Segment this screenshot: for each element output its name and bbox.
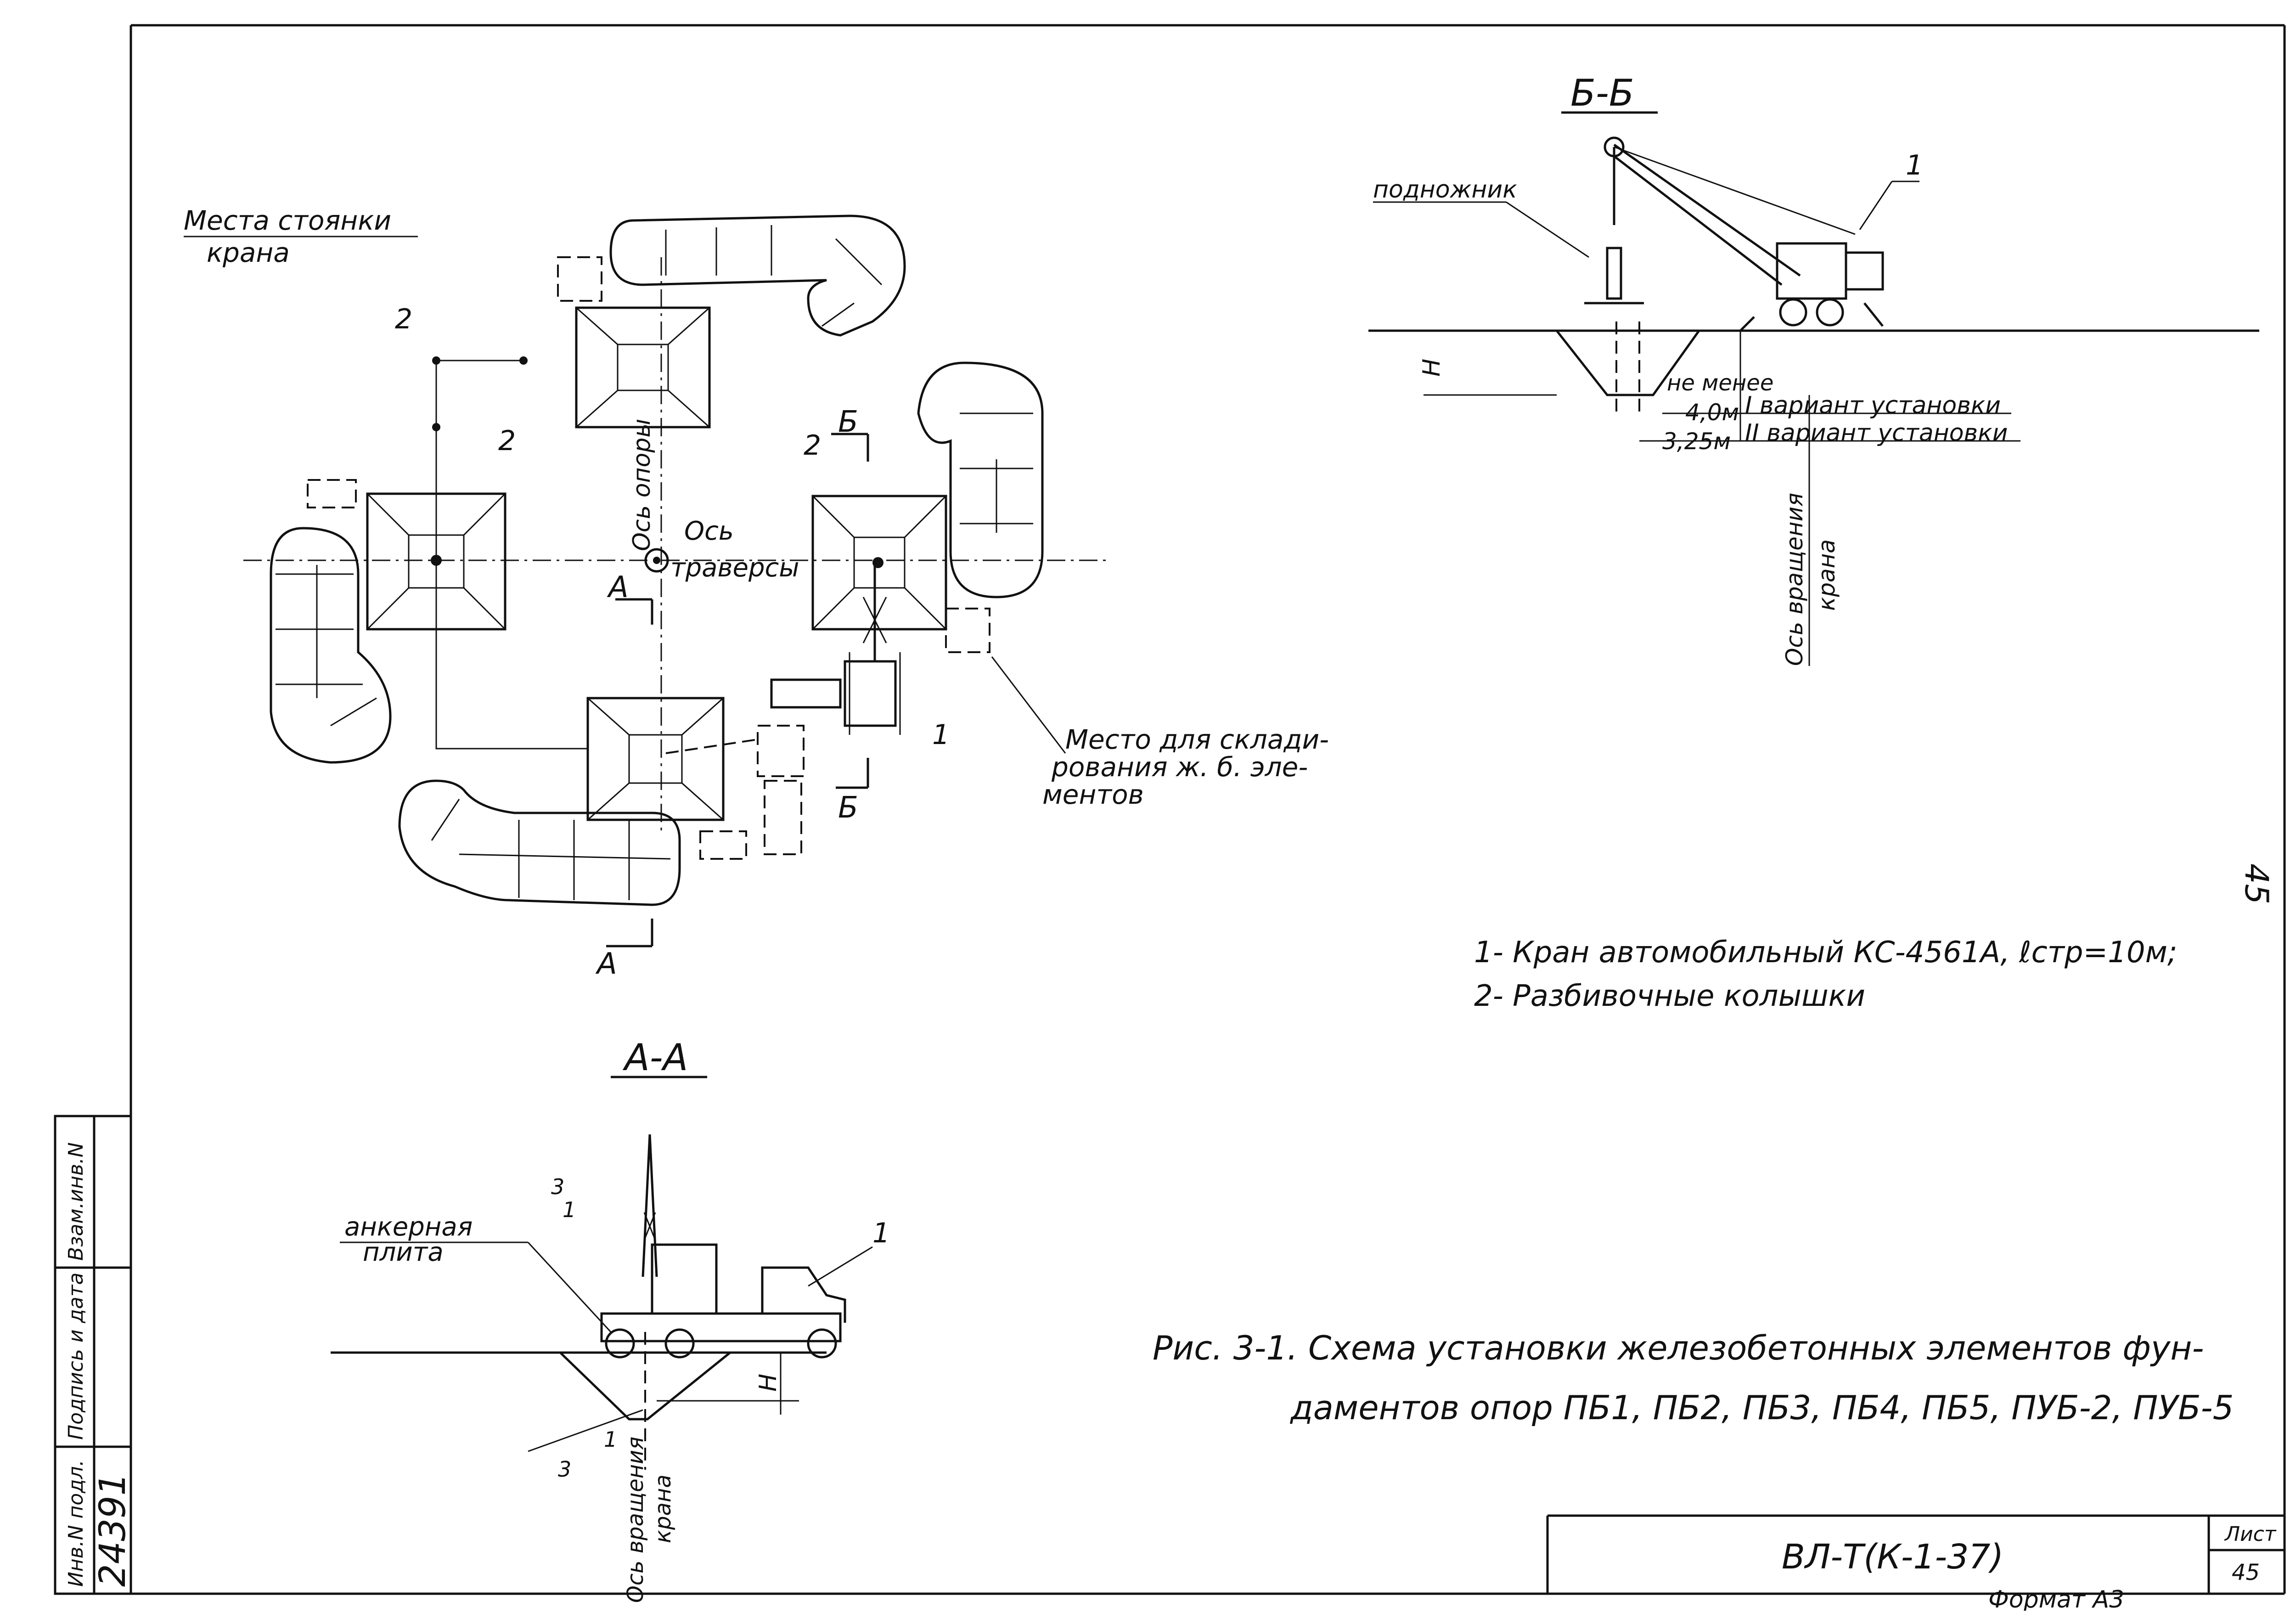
axis-support-label: Ось опоры: [628, 419, 656, 551]
inv-value: 24391: [92, 1473, 134, 1587]
foundation-right: [811, 495, 947, 631]
figure-caption: Рис. 3-1. Схема установки железобетонных…: [1153, 1329, 2234, 1427]
axis-traverse-line1: Ось: [684, 516, 734, 546]
section-bb-title: Б-Б: [1570, 72, 1634, 114]
cut-b-top: Б: [838, 405, 858, 439]
bb-rot-line1: Ось вращения: [1781, 493, 1808, 666]
crane-parking-line1: Места стоянки: [184, 205, 391, 236]
section-bb: Б-Б не менее 4,0м 3,25м I вариант устано…: [1368, 72, 2259, 666]
dump-left: [270, 527, 392, 764]
cut-marks: А А Б Б: [595, 405, 869, 981]
cut-a-top: А: [607, 570, 629, 604]
anchor-line1: анкерная: [344, 1212, 473, 1242]
not-less-label: не менее: [1667, 370, 1773, 396]
crane-plan: [665, 565, 901, 855]
drawing-code: ВЛ-Т(К-1-37): [1782, 1537, 2003, 1577]
side-stamp: Взам.инв.N Подпись и дата Инв.N подл. 24…: [54, 1115, 134, 1595]
legend: 1- Кран автомобильный КС-4561А, ℓстр=10м…: [1474, 936, 2177, 1013]
aa-h: Н: [754, 1374, 782, 1392]
format-label: Формат А3: [1988, 1586, 2124, 1611]
aa-mark-1: 1: [872, 1217, 890, 1249]
axis-traverse-label: Ось траверсы: [670, 516, 799, 583]
storage-box: [307, 479, 357, 508]
foundation-bottom: [586, 697, 725, 821]
plan-mark-2a: 2: [395, 303, 412, 335]
aa-rot-line1: Ось вращения: [623, 1437, 648, 1603]
cut-a-bottom: А: [595, 947, 617, 981]
axis-traverse-line2: траверсы: [670, 553, 799, 583]
storage-line1: Место для склади-: [1065, 724, 1329, 755]
storage-line3: ментов: [1042, 779, 1144, 810]
slope-3-bottom: 3: [558, 1457, 571, 1482]
podnozhnik-label: подножник: [1373, 176, 1517, 203]
dump-top: [609, 214, 906, 337]
dim-325m: 3,25м: [1662, 428, 1731, 455]
storage-box: [699, 830, 747, 860]
bb-rot-line2: крана: [1813, 539, 1840, 611]
section-aa-title: А-А: [622, 1036, 688, 1079]
aa-rot-axis: Ось вращениякрана: [623, 1437, 676, 1603]
foundation-top: [575, 306, 711, 429]
bb-h: Н: [1418, 359, 1446, 377]
page-mark: 45: [2238, 863, 2275, 904]
slope-3-top: 3: [551, 1174, 564, 1199]
bb-mark-1: 1: [1906, 149, 1923, 181]
dump-bottom: [398, 779, 681, 906]
plan-mark-1: 1: [932, 719, 950, 751]
slope-1-top: 1: [563, 1197, 576, 1222]
inv-label: Инв.N подл.: [64, 1460, 88, 1587]
storage-box: [945, 608, 990, 653]
plan-mark-2c: 2: [804, 429, 821, 462]
storage-line2: рования ж. б. эле-: [1051, 751, 1308, 783]
storage-box: [557, 256, 602, 302]
traverse-axis-marker: [644, 548, 669, 573]
variant-2: II вариант установки: [1745, 419, 2008, 447]
cut-b-bottom: Б: [838, 791, 858, 825]
slope-1-bottom: 1: [604, 1427, 617, 1452]
aa-rot-line2: крана: [650, 1474, 676, 1543]
dim-4m: 4,0м: [1685, 399, 1739, 426]
sign-label: Подпись и дата: [64, 1273, 88, 1440]
dump-right: [917, 361, 1044, 598]
legend-item-2: 2- Разбивочные колышки: [1474, 979, 1865, 1013]
sheet-label: Лист: [2224, 1523, 2277, 1546]
sheet-number: 45: [2232, 1560, 2260, 1585]
caption-line-1: Рис. 3-1. Схема установки железобетонных…: [1153, 1329, 2204, 1367]
crane-parking-line2: крана: [207, 237, 290, 268]
variant-1: I вариант установки: [1745, 392, 2001, 419]
plan-mark-2b: 2: [498, 425, 516, 457]
vzam-label: Взам.инв.N: [64, 1142, 88, 1261]
storage-place-label: Место для склади- рования ж. б. эле- мен…: [1042, 724, 1338, 810]
caption-line-2: даментов опор ПБ1, ПБ2, ПБ3, ПБ4, ПБ5, П…: [1289, 1388, 2234, 1427]
title-block: ВЛ-Т(К-1-37) Лист 45 Формат А3: [1546, 1514, 2285, 1613]
legend-item-1: 1- Кран автомобильный КС-4561А, ℓстр=10м…: [1474, 936, 2177, 970]
